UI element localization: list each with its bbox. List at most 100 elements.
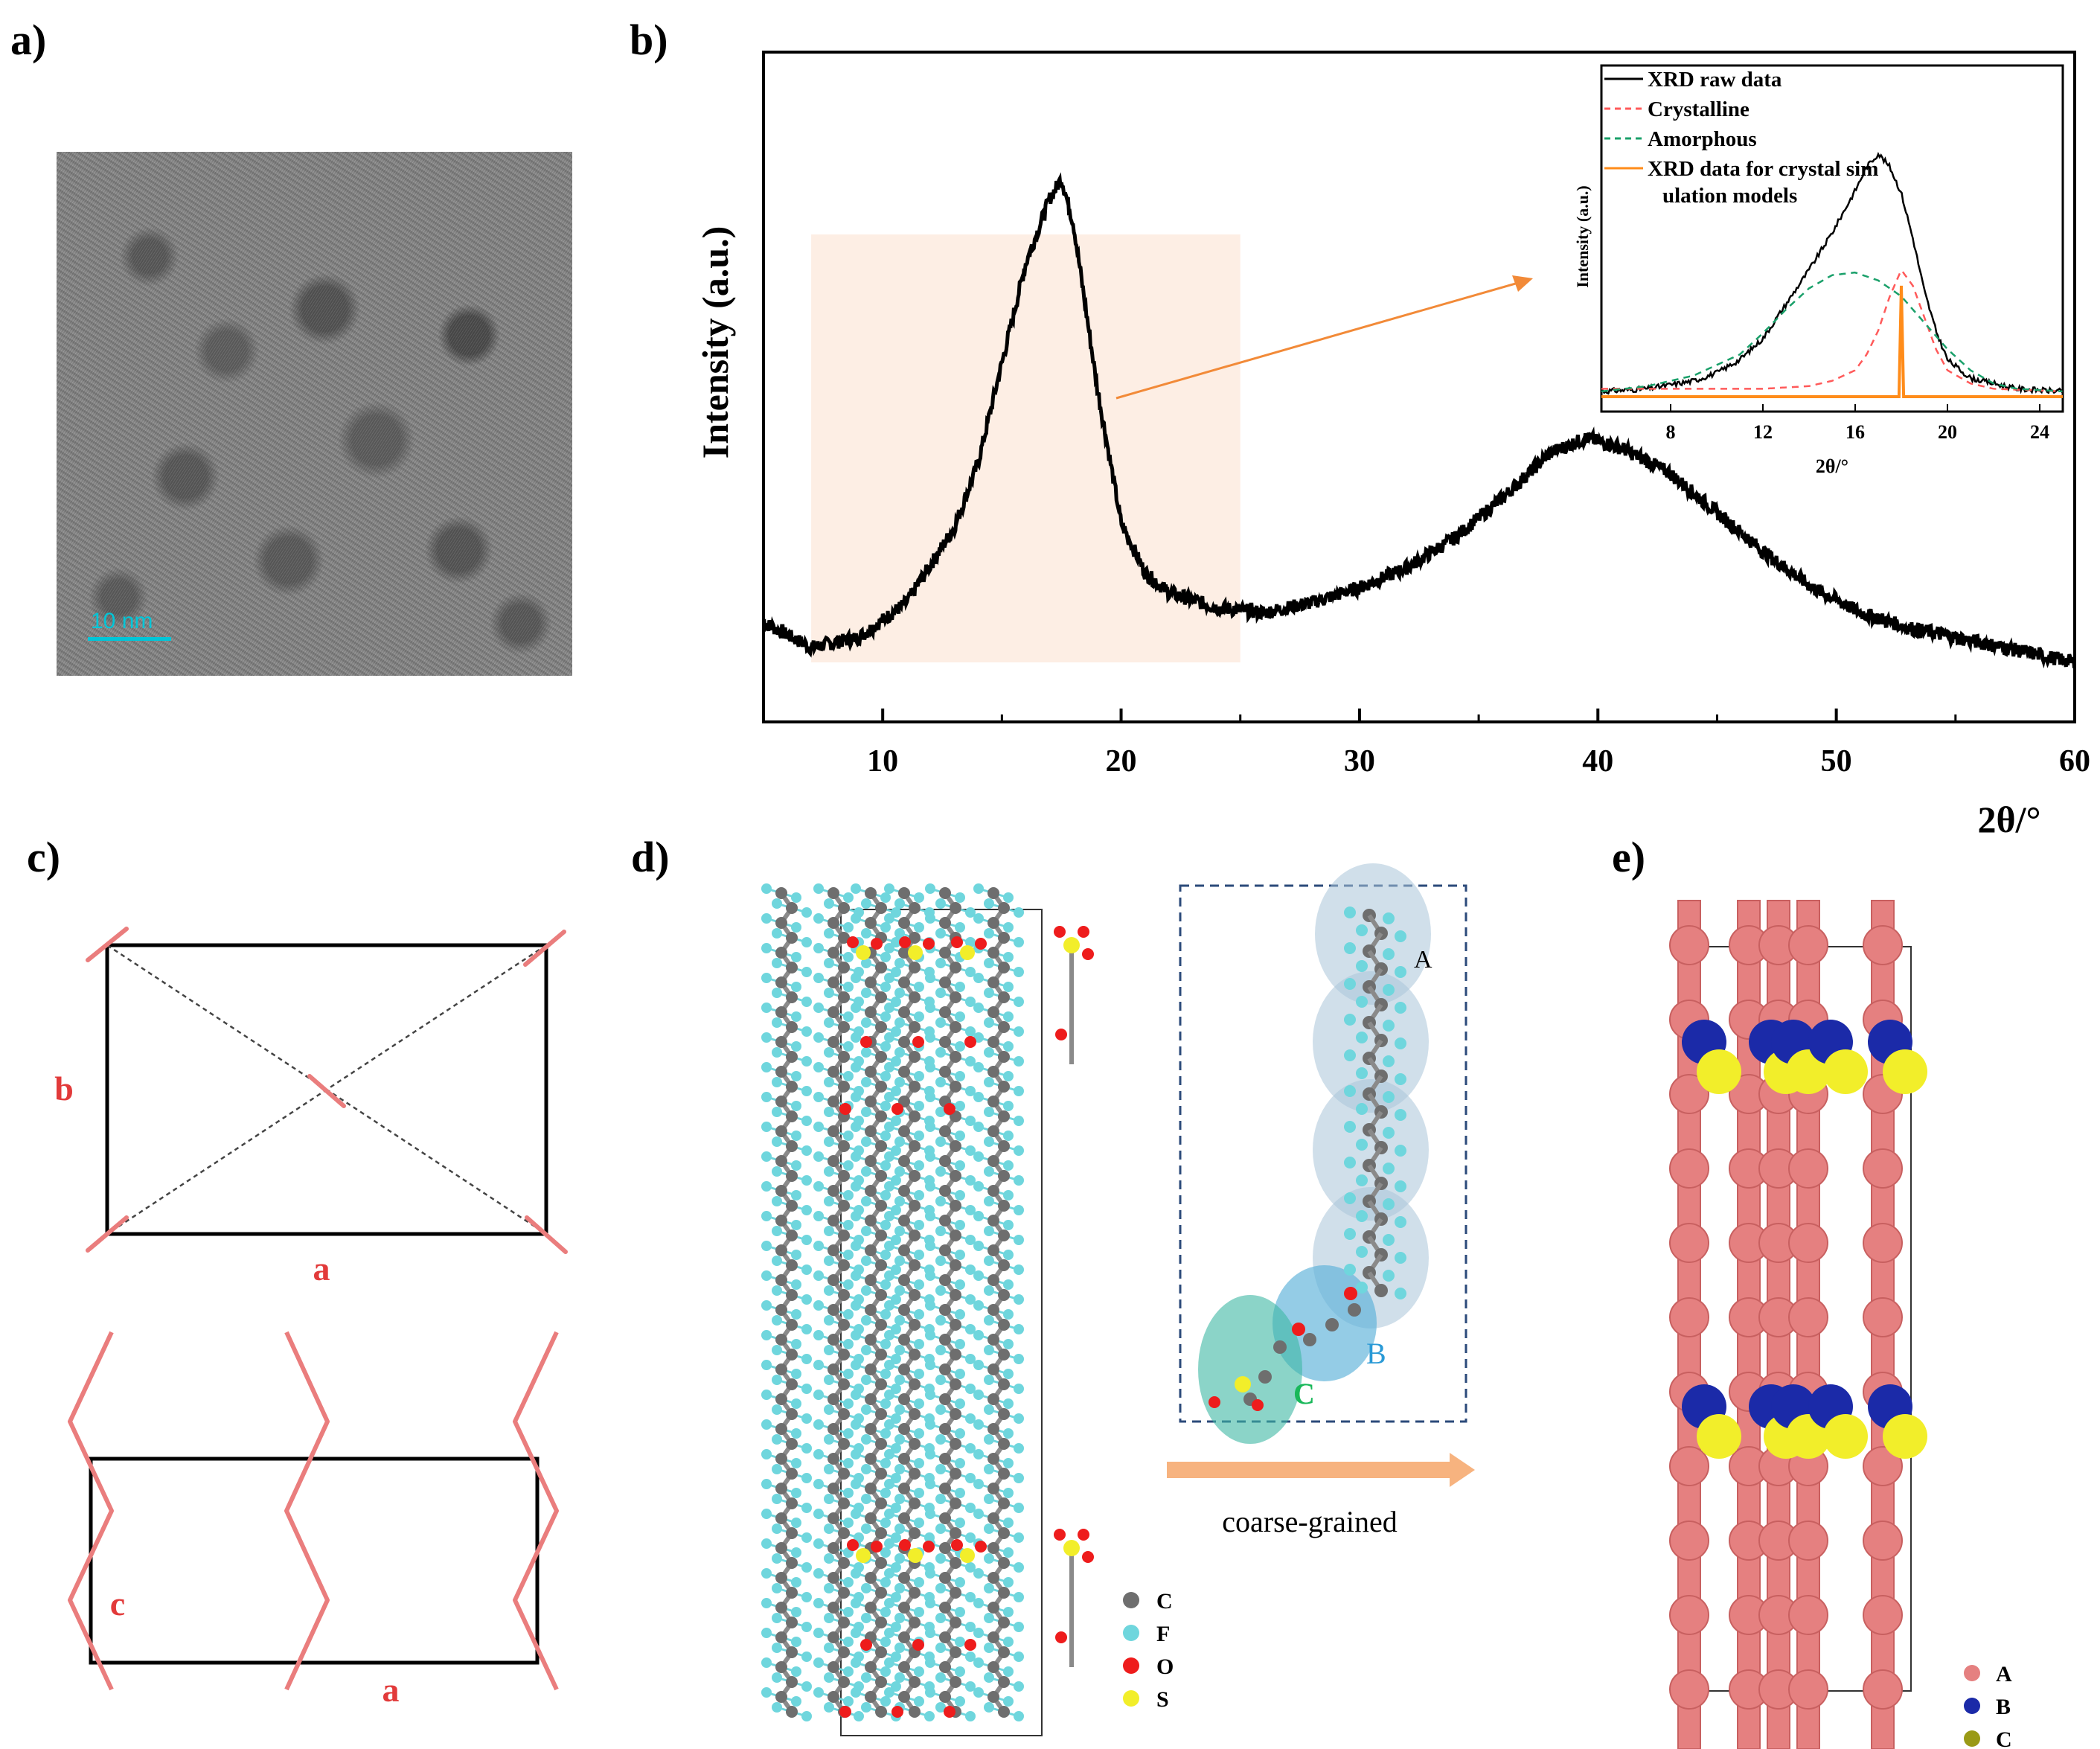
fluorine-atom (880, 1011, 891, 1022)
fluorine-atom (801, 1235, 812, 1245)
carbon-atom (827, 1363, 839, 1375)
carbon-atom (939, 1274, 951, 1286)
carbon-atom (775, 1661, 787, 1673)
fluorine-atom (935, 1226, 946, 1236)
fluorine-atom (1344, 1157, 1356, 1168)
carbon-atom (775, 887, 787, 899)
carbon-atom (786, 1706, 798, 1718)
carbon-atom (838, 1230, 850, 1241)
fluorine-atom (935, 1494, 946, 1504)
carbon-atom (909, 1706, 921, 1718)
carbon-atom (865, 1125, 877, 1137)
carbon-atom (775, 1393, 787, 1405)
fluorine-atom (880, 1488, 891, 1498)
fluorine-atom (761, 1003, 772, 1013)
carbon-atom (865, 1423, 877, 1435)
fluorine-atom (761, 1479, 772, 1489)
carbon-atom (950, 1497, 961, 1509)
fluorine-atom (843, 892, 854, 903)
carbon-atom (838, 1646, 850, 1658)
fluorine-atom (772, 1136, 782, 1147)
carbon-atom (898, 1066, 910, 1078)
carbon-atom (827, 1542, 839, 1554)
fluorine-atom (861, 928, 871, 939)
panel-label-d: d) (631, 833, 670, 881)
fluorine-atom (880, 1398, 891, 1409)
fluorine-atom (935, 1345, 946, 1355)
fluorine-atom (1014, 1264, 1024, 1275)
fluorine-atom (824, 1017, 834, 1028)
chain-mark (525, 1215, 568, 1254)
inset-x-label: 2θ/° (1816, 455, 1848, 477)
fluorine-atom (824, 1136, 834, 1147)
fluorine-atom (851, 1330, 861, 1340)
fluorine-atom (984, 1702, 994, 1713)
fluorine-atom (925, 1419, 935, 1430)
carbon-atom (838, 1378, 850, 1390)
fluorine-atom (884, 913, 894, 924)
fluorine-atom (813, 1092, 824, 1102)
carbon-atom (987, 1483, 999, 1494)
fluorine-atom (925, 1479, 935, 1489)
fluorine-atom (884, 883, 894, 894)
fluorine-atom (880, 1518, 891, 1528)
carbon-atom (909, 1527, 921, 1539)
carbon-atom (827, 1572, 839, 1584)
carbon-atom (939, 1036, 951, 1048)
carbon-atom (950, 1140, 961, 1152)
fluorine-atom (861, 1375, 871, 1385)
fluorine-atom (761, 1032, 772, 1043)
fluorine-atom (813, 1390, 824, 1400)
fluorine-atom (851, 1657, 861, 1668)
fluorine-atom (884, 1538, 894, 1549)
carbon-atom (909, 1587, 921, 1599)
carbon-atom (865, 1661, 877, 1673)
fluorine-atom (914, 1577, 924, 1587)
carbon-atom (998, 1200, 1010, 1212)
carbon-atom (865, 1096, 877, 1107)
fluorine-atom (772, 1494, 782, 1504)
fluorine-atom (914, 1607, 924, 1617)
fluorine-atom (965, 1681, 976, 1692)
legend-label-line: XRD data for crystal sim (1648, 157, 1878, 181)
carbon-atom (875, 1497, 887, 1509)
fluorine-atom (955, 1696, 965, 1707)
fluorine-atom (843, 1309, 854, 1320)
fluorine-atom (791, 1309, 801, 1320)
carbon-atom (775, 917, 787, 929)
fluorine-atom (955, 1071, 965, 1081)
fluorine-atom (973, 973, 984, 983)
fluorine-atom (891, 907, 901, 918)
scale-bar (88, 637, 171, 641)
bead-a (1788, 1521, 1828, 1561)
carbon-atom (909, 1200, 921, 1212)
fluorine-atom (894, 898, 905, 909)
fluorine-atom (1014, 1086, 1024, 1096)
fluorine-atom (935, 1434, 946, 1445)
fluorine-atom (891, 1562, 901, 1573)
fluorine-atom (925, 1598, 935, 1608)
ab-cell-rectangle (105, 943, 548, 1236)
carbon-atom (875, 1200, 887, 1212)
fluorine-atom (955, 982, 965, 992)
bead-a (1863, 1223, 1903, 1263)
carbon-atom (950, 991, 961, 1003)
fluorine-atom (851, 1598, 861, 1608)
xrd-plot-frame (762, 51, 2076, 723)
bead-label-a: A (1414, 946, 1432, 973)
carbon-atom (987, 1036, 999, 1048)
fluorine-atom (801, 1175, 812, 1186)
fluorine-atom (791, 1071, 801, 1081)
fluorine-atom (761, 1181, 772, 1192)
legend-swatch (1123, 1657, 1139, 1674)
fluorine-atom (861, 958, 871, 968)
fluorine-atom (813, 1032, 824, 1043)
carbon-atom (898, 1036, 910, 1048)
fluorine-atom (965, 1562, 976, 1573)
fluorine-atom (973, 913, 984, 924)
fluorine-atom (861, 1047, 871, 1058)
fluorine-atom (955, 1041, 965, 1052)
bead-a (1863, 1446, 1903, 1486)
